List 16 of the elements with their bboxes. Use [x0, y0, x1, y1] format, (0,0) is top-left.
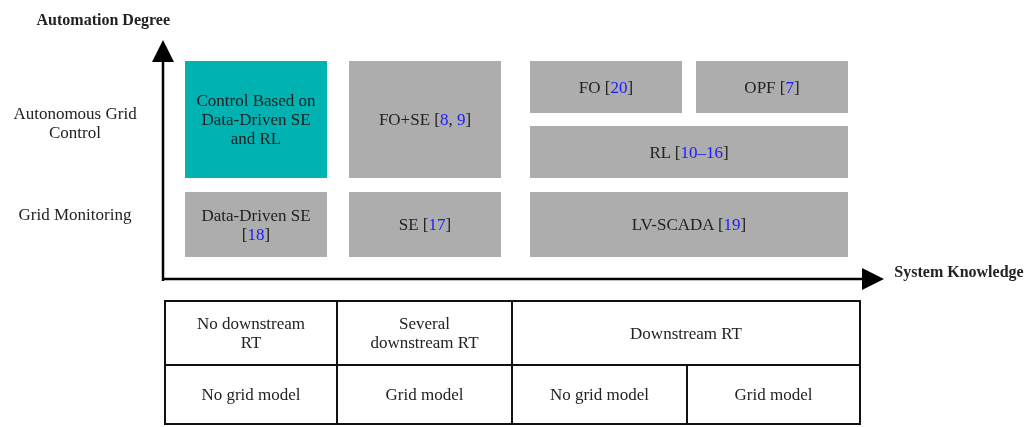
- table-cell: Grid model: [686, 364, 861, 425]
- row-label: Autonomous Grid Control: [12, 104, 138, 144]
- axis-title: System Knowledge: [893, 263, 1025, 283]
- category-box: SE [17]: [349, 192, 501, 257]
- category-box: FO+SE [8, 9]: [349, 61, 501, 178]
- axis-title: Automation Degree: [35, 11, 170, 31]
- category-box: Control Based on Data-Driven SE and RL: [185, 61, 327, 178]
- category-box: RL [10–16]: [530, 126, 848, 178]
- category-box: FO [20]: [530, 61, 682, 113]
- category-box: LV-SCADA [19]: [530, 192, 848, 257]
- table-cell: No downstream RT: [164, 300, 338, 366]
- category-box: Data-Driven SE [18]: [185, 192, 327, 257]
- table-cell: Downstream RT: [511, 300, 861, 366]
- category-box: OPF [7]: [696, 61, 848, 113]
- table-cell: No grid model: [164, 364, 338, 425]
- row-label: Grid Monitoring: [17, 205, 133, 226]
